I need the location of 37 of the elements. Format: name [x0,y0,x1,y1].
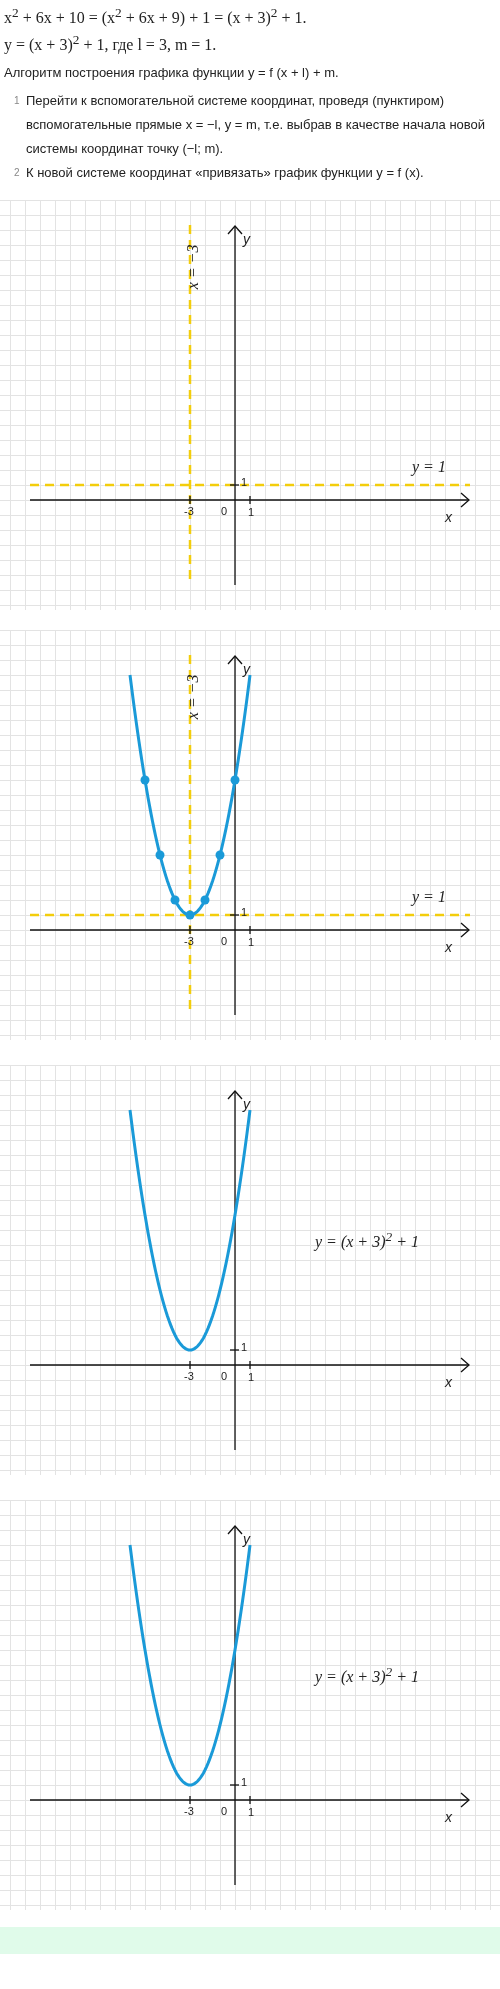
tick-label: 0 [221,1370,228,1383]
tick-label: 1 [241,476,248,489]
axis-label: y [243,662,250,678]
tick-label: 0 [221,1805,228,1818]
tick-label: -3 [184,505,194,518]
equation: y = (x + 3)$^{2}$ + 1, где l = 3, m = 1. [4,31,218,56]
function-label: y = (x + 3)$^{2}$ + 1 [315,1230,419,1251]
tick-label: 1 [241,1776,248,1789]
equation: x$^{2}$ + 6x + 10 = (x$^{2}$ + 6x + 9) + 1 = (x + 3)$^{2}$ + 1. [4,4,308,29]
line-label: y = 1 [412,888,446,906]
list-number: 2 [13,165,21,178]
axis-label: y [243,232,250,248]
list-number: 1 [13,93,21,106]
tick-label: 1 [248,936,255,949]
line-label: y = 1 [412,458,446,476]
list-text: К новой системе координат «привязать» график функции y = f (x). [26,163,424,182]
function-label: y = (x + 3)$^{2}$ + 1 [315,1665,419,1686]
list-text: Перейти к вспомогательной системе координат, проведя (пунктиром) вспомогательные прямые x = −l, y = m, т.е. выбрав в качестве начала новой системы координат точку (−l; m). [26,91,487,158]
tick-label: 1 [241,1341,248,1354]
tick-label: 0 [221,505,228,518]
tick-label: -3 [184,1805,194,1818]
tick-label: -3 [184,1370,194,1383]
tick-label: 1 [248,1806,255,1819]
axis-label: y [243,1532,250,1548]
axis-label: y [243,1097,250,1113]
line-label: x = −3 [183,244,202,290]
tick-label: 1 [248,506,255,519]
tick-label: 1 [248,1371,255,1384]
axis-label: x [445,1375,452,1391]
paragraph: Алгоритм построения графика функции y = f (x + l) + m. [4,63,340,82]
axis-label: x [445,940,452,956]
tick-label: 0 [221,935,228,948]
line-label: x = −3 [183,674,202,720]
tick-label: -3 [184,935,194,948]
axis-label: x [445,510,452,526]
tick-label: 1 [241,906,248,919]
axis-label: x [445,1810,452,1826]
